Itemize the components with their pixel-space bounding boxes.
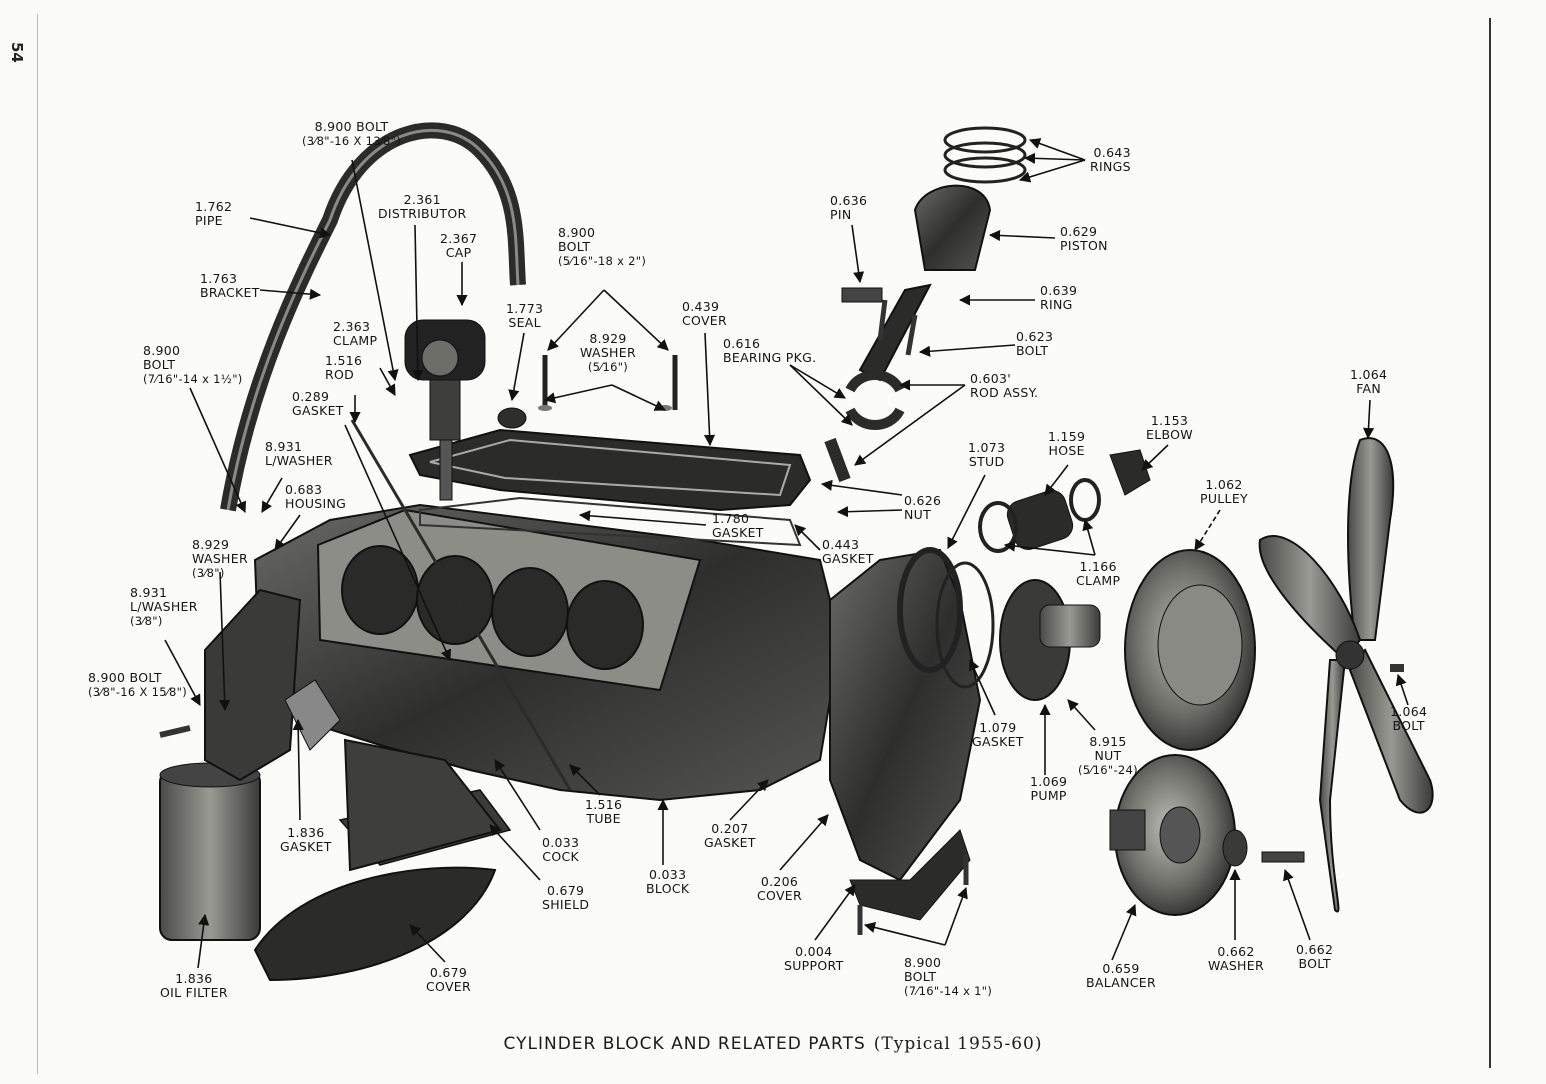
hose-assembly (978, 449, 1151, 553)
fan (1258, 437, 1434, 913)
label-bolt-top: 8.900 BOLT(3⁄8"-16 X 13⁄8") (302, 119, 402, 149)
pump-gasket (935, 561, 995, 689)
dipstick-tube (350, 419, 572, 791)
figure-caption: CYLINDER BLOCK AND RELATED PARTS (Typical… (0, 1034, 1546, 1054)
oil-pan-cover (253, 866, 497, 982)
valley-cover (408, 428, 812, 547)
caption-main: CYLINDER BLOCK AND RELATED PARTS (503, 1034, 866, 1054)
fan-pulley (1124, 549, 1256, 751)
piston-assembly (824, 126, 1027, 483)
leader-lines (164, 138, 1409, 969)
oil-filter (159, 762, 261, 941)
water-pump (999, 579, 1101, 701)
seal-1773 (497, 407, 527, 429)
pipe-highlight (226, 128, 520, 511)
fan-bolt (1390, 664, 1404, 672)
caption-sub: (Typical 1955-60) (873, 1034, 1043, 1054)
head-gasket-289 (316, 508, 702, 692)
left-margin-rule (37, 14, 38, 1074)
right-margin-rule (1489, 18, 1491, 1068)
harmonic-balancer (1109, 754, 1236, 916)
label-rod-assy: 0.603'ROD ASSY. (970, 371, 1039, 400)
crank-washer (1222, 829, 1248, 867)
housing-bolt (159, 725, 191, 738)
filter-gasket (284, 679, 341, 751)
filter-housing (204, 588, 302, 782)
label-bolt-lower-left: 8.900 BOLT(3⁄8"-16 X 15⁄8") (88, 670, 188, 700)
timing-cover (829, 548, 982, 882)
crank-bolt (1261, 851, 1305, 863)
distributor (404, 319, 486, 501)
